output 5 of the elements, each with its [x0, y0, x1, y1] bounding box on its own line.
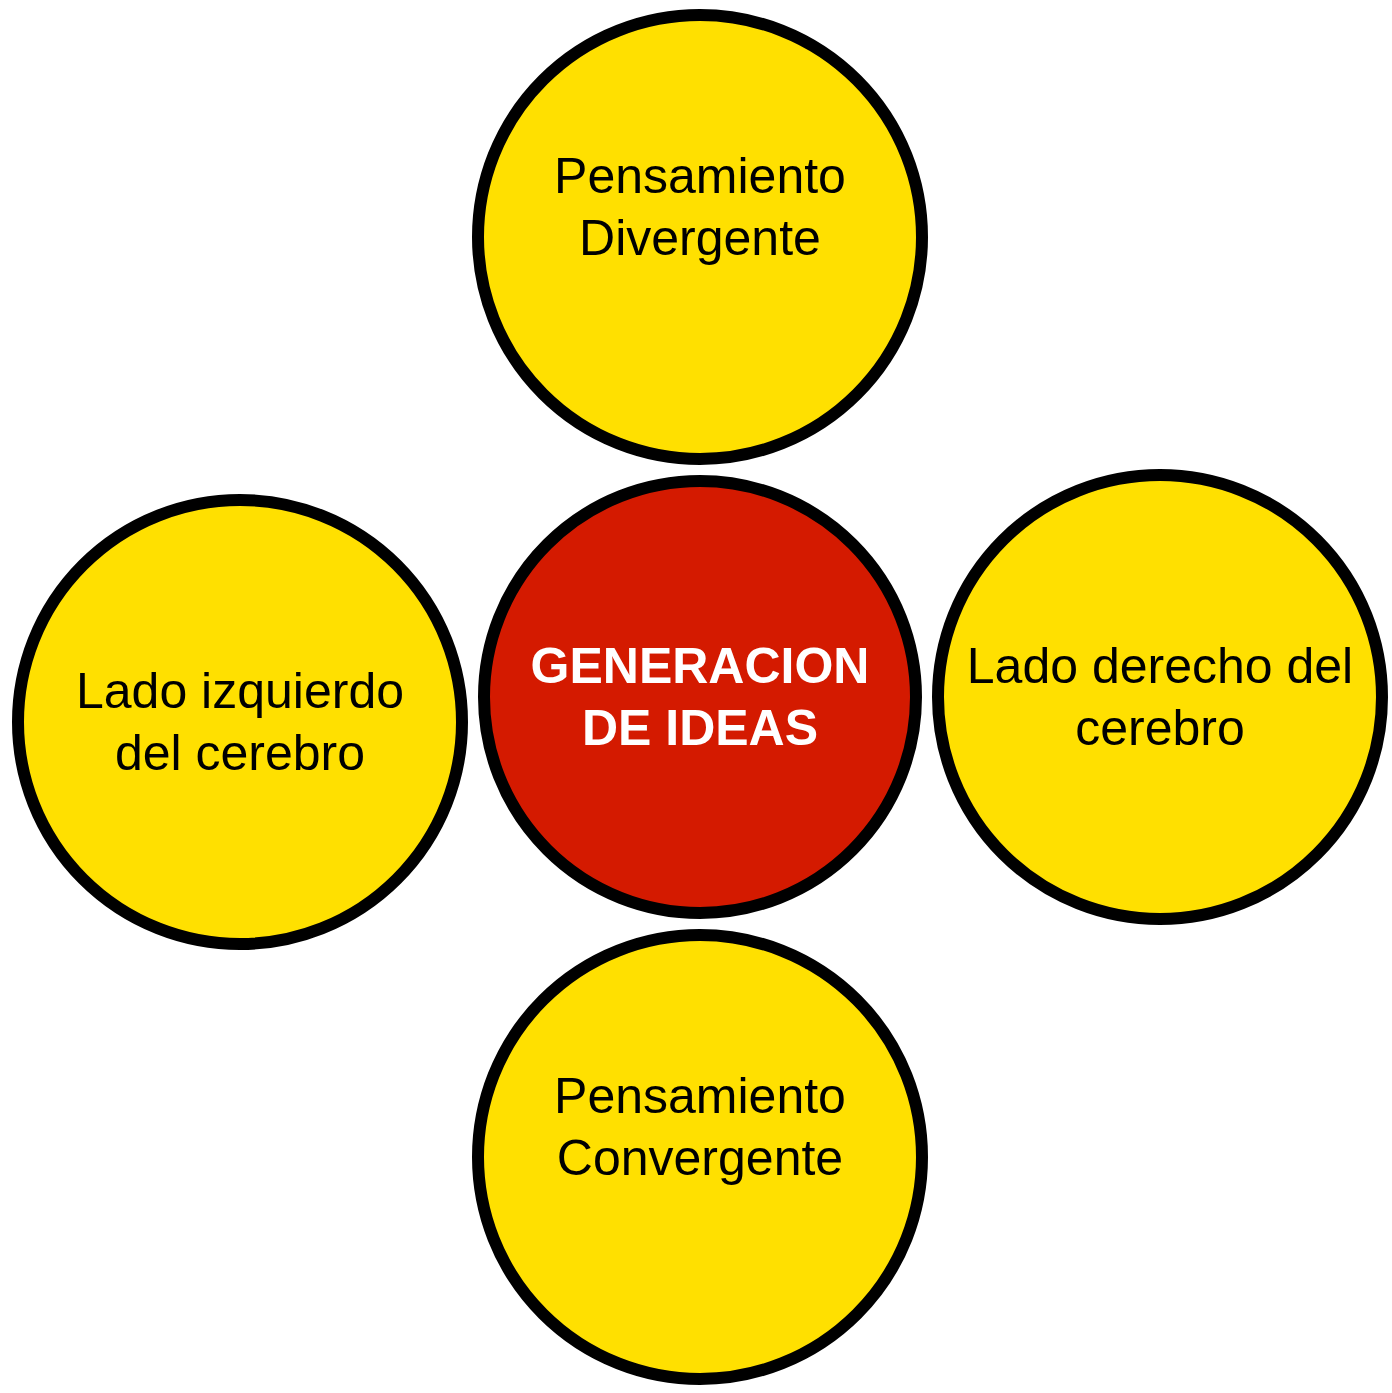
- circle-label: Lado izquierdo del cerebro: [74, 661, 405, 783]
- circle-label: Lado derecho del cerebro: [965, 636, 1355, 758]
- circle-label: Pensamiento Convergente: [553, 1066, 847, 1188]
- circle-label: Pensamiento Divergente: [553, 146, 847, 268]
- circle-label: GENERACION DE IDEAS: [529, 636, 871, 758]
